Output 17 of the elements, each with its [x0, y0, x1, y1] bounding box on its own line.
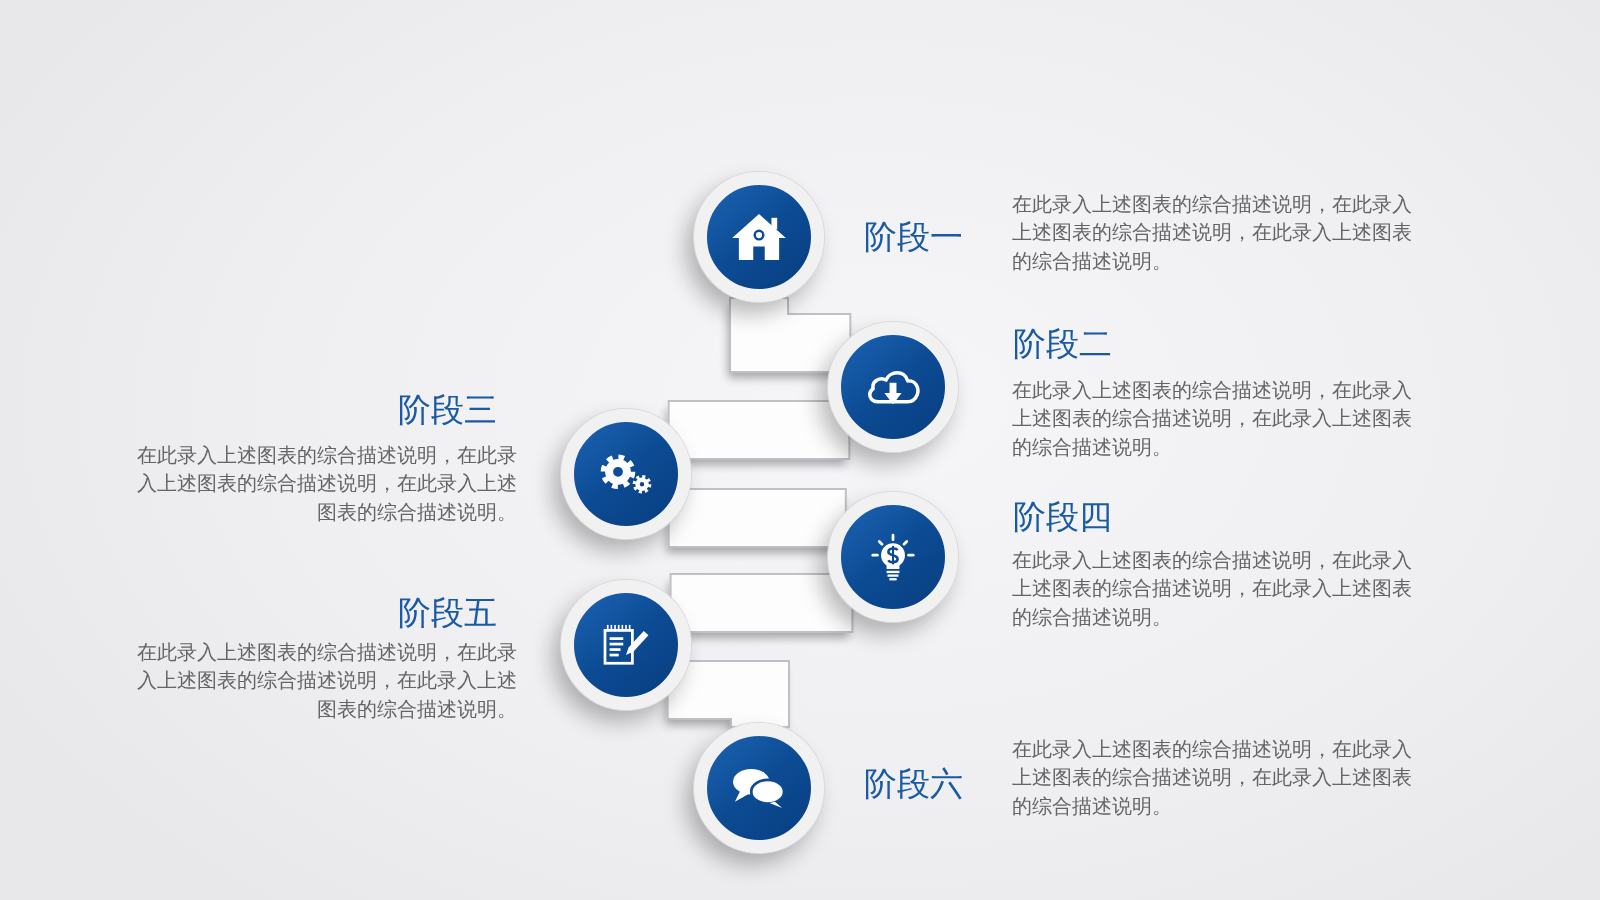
description-text: 在此录入上述图表的综合描述说明，在此录入上述图表的综合描述说明，在此录入上述图表的综合描述说明。 — [1012, 548, 1413, 631]
description-text: 在此录入上述图表的综合描述说明，在此录入上述图表的综合描述说明，在此录入上述图表的综合描述说明。 — [1012, 378, 1413, 461]
stage-heading: 阶段二 — [1013, 324, 1112, 364]
stage-heading: 阶段四 — [1013, 497, 1112, 537]
stage-heading: 阶段五 — [398, 593, 497, 633]
description-text: 在此录入上述图表的综合描述说明，在此录入上述图表的综合描述说明，在此录入上述图表的综合描述说明。 — [136, 640, 517, 723]
ribbon-connector — [669, 490, 845, 546]
stage-heading: 阶段三 — [398, 390, 497, 430]
stage-heading: 阶段一 — [864, 217, 963, 257]
icon-circle — [694, 723, 824, 853]
ribbon-connector — [671, 575, 852, 631]
ribbon-connector — [669, 402, 849, 458]
description-text: 在此录入上述图表的综合描述说明，在此录入上述图表的综合描述说明，在此录入上述图表的综合描述说明。 — [1012, 737, 1413, 820]
stage-heading: 阶段六 — [864, 764, 963, 804]
description-text: 在此录入上述图表的综合描述说明，在此录入上述图表的综合描述说明，在此录入上述图表的综合描述说明。 — [136, 443, 517, 526]
icon-circle — [828, 492, 958, 622]
description-text: 在此录入上述图表的综合描述说明，在此录入上述图表的综合描述说明，在此录入上述图表的综合描述说明。 — [1012, 192, 1413, 275]
